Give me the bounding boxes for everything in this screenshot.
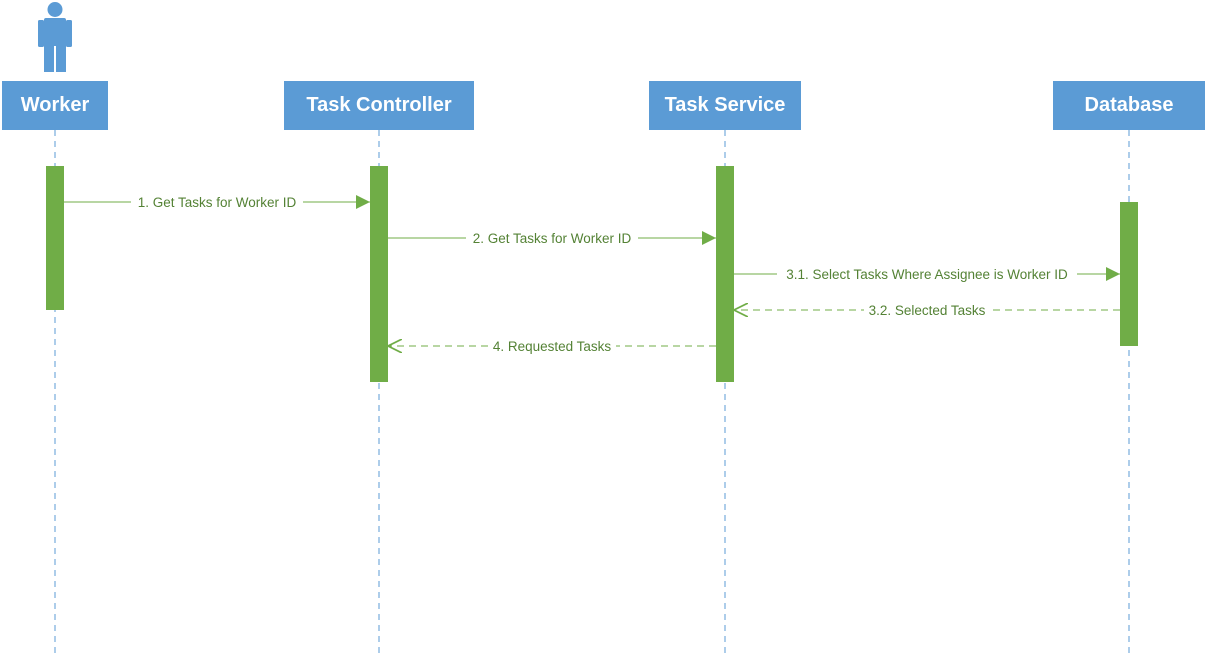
- message-3-2: 3.2. Selected Tasks: [734, 302, 1120, 318]
- participant-worker-label: Worker: [20, 94, 90, 116]
- message-4: 4. Requested Tasks: [388, 338, 716, 354]
- message-2-label: 2. Get Tasks for Worker ID: [473, 231, 632, 246]
- participant-task-service[interactable]: Task Service: [649, 81, 801, 130]
- activation-bar-database: [1120, 202, 1138, 346]
- message-2: 2. Get Tasks for Worker ID: [388, 230, 716, 246]
- message-4-label: 4. Requested Tasks: [493, 339, 612, 354]
- person-icon: [38, 2, 72, 72]
- message-1: 1. Get Tasks for Worker ID: [64, 194, 370, 210]
- participant-database-label: Database: [1084, 94, 1174, 116]
- message-1-label: 1. Get Tasks for Worker ID: [138, 195, 297, 210]
- participant-worker[interactable]: Worker: [2, 81, 108, 130]
- activation-bar-worker: [46, 166, 64, 310]
- message-3-1: 3.1. Select Tasks Where Assignee is Work…: [734, 266, 1120, 282]
- participant-task-controller-label: Task Controller: [306, 94, 452, 116]
- participant-task-controller[interactable]: Task Controller: [284, 81, 474, 130]
- message-3-2-label: 3.2. Selected Tasks: [869, 303, 986, 318]
- activation-bar-task-service: [716, 166, 734, 382]
- message-3-1-label: 3.1. Select Tasks Where Assignee is Work…: [786, 267, 1068, 282]
- participant-database[interactable]: Database: [1053, 81, 1205, 130]
- participant-task-service-label: Task Service: [664, 94, 786, 116]
- activation-bar-task-controller: [370, 166, 388, 382]
